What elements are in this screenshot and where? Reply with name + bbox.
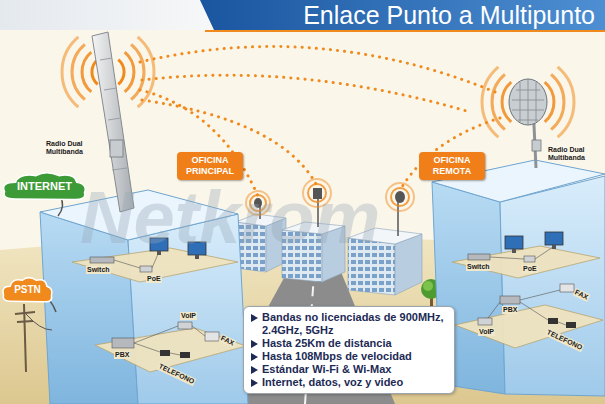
illustration-polygon bbox=[455, 305, 603, 348]
illustration-polygon bbox=[395, 234, 422, 295]
illustration-polygon bbox=[452, 246, 600, 278]
device-label: PoE bbox=[522, 265, 538, 273]
illustration-rect bbox=[478, 318, 492, 325]
illustration-path bbox=[138, 37, 154, 107]
illustration-rect bbox=[545, 232, 563, 245]
dotted-link bbox=[140, 47, 500, 196]
illustration-ellipse bbox=[509, 79, 547, 125]
illustration-path bbox=[26, 314, 52, 330]
cloud-label: INTERNET bbox=[17, 180, 72, 193]
illustration-line bbox=[15, 312, 35, 314]
illustration-polygon bbox=[95, 328, 246, 372]
illustration-rect bbox=[160, 350, 170, 356]
illustration-rect bbox=[178, 322, 192, 329]
illustration-path bbox=[131, 44, 144, 99]
illustration-path bbox=[142, 75, 470, 112]
illustration-path bbox=[200, 0, 605, 30]
grid-dish bbox=[509, 79, 547, 168]
diagram-title: Enlace Punto a Multipunto bbox=[303, 0, 595, 30]
watermark: Netkrom bbox=[80, 180, 380, 256]
illustration-rect bbox=[205, 30, 605, 32]
illustration-rect bbox=[524, 256, 535, 262]
illustration-path bbox=[558, 67, 574, 137]
illustration-ellipse bbox=[395, 191, 405, 203]
illustration-path bbox=[134, 326, 205, 355]
cloud-label: PSTN bbox=[14, 284, 41, 296]
antenna-label: Radio Dual Multibanda bbox=[46, 140, 92, 156]
internet-cloud: INTERNET bbox=[2, 171, 87, 202]
device-label: Switch bbox=[86, 266, 111, 274]
device-label: PBX bbox=[114, 351, 130, 359]
cloud-outline bbox=[4, 173, 86, 200]
pstn-cloud: PSTN bbox=[2, 276, 53, 304]
office-label: OFICINA REMOTA bbox=[424, 155, 480, 177]
illustration-path bbox=[482, 67, 498, 137]
illustration-path bbox=[62, 37, 78, 107]
feature-item: Estándar Wi-Fi & Wi-Max bbox=[250, 363, 446, 376]
illustration-path bbox=[118, 60, 124, 85]
office-label: OFICINA PRINCIPAL bbox=[182, 155, 238, 177]
illustration-line bbox=[17, 321, 33, 322]
illustration-rect bbox=[205, 332, 219, 341]
device-label: VoIP bbox=[180, 312, 197, 320]
illustration-rect bbox=[500, 296, 520, 304]
illustration-path bbox=[490, 247, 553, 259]
power-pole bbox=[15, 304, 35, 372]
illustration-rect bbox=[560, 284, 574, 292]
illustration-rect bbox=[505, 236, 523, 249]
device-label: PoE bbox=[146, 275, 162, 283]
feature-box: Bandas no licenciadas de 900MHz, 2.4GHz,… bbox=[243, 306, 455, 394]
illustration-circle bbox=[386, 183, 414, 211]
illustration-rect bbox=[512, 249, 516, 253]
illustration-path bbox=[82, 52, 91, 92]
radio-waves bbox=[482, 67, 574, 137]
antenna-label: Radio Dual Multibanda bbox=[548, 146, 594, 162]
illustration-path bbox=[492, 74, 505, 129]
office-tag: OFICINA REMOTA bbox=[419, 152, 485, 180]
illustration-rect bbox=[112, 338, 134, 348]
illustration-polygon bbox=[500, 176, 605, 396]
feature-item: Hasta 25Km de distancia bbox=[250, 337, 446, 350]
illustration-path bbox=[125, 52, 134, 92]
device-label: VoIP bbox=[478, 328, 495, 336]
feature-item: Hasta 108Mbps de velocidad bbox=[250, 350, 446, 363]
illustration-rect bbox=[468, 254, 490, 260]
illustration-rect bbox=[90, 257, 114, 263]
illustration-circle bbox=[423, 281, 433, 291]
illustration-rect bbox=[0, 0, 210, 30]
illustration-line bbox=[24, 304, 26, 372]
illustration-circle bbox=[391, 188, 409, 206]
illustration-rect bbox=[110, 140, 123, 157]
illustration-path bbox=[142, 100, 316, 184]
feature-item: Internet, datos, voz y video bbox=[250, 376, 446, 389]
office-tag: OFICINA PRINCIPAL bbox=[177, 152, 243, 180]
cloud-outline bbox=[3, 278, 52, 302]
remote-building bbox=[432, 160, 605, 396]
illustration-path bbox=[512, 79, 544, 125]
illustration-path bbox=[400, 118, 500, 190]
illustration-path bbox=[488, 290, 566, 325]
illustration-path bbox=[551, 74, 564, 129]
illustration-rect bbox=[532, 140, 541, 151]
illustration-rect bbox=[566, 322, 576, 328]
device-label: PBX bbox=[502, 306, 518, 314]
illustration-path bbox=[140, 47, 495, 92]
illustration-rect bbox=[548, 318, 558, 324]
feature-item: Bandas no licenciadas de 900MHz, 2.4GHz,… bbox=[250, 311, 446, 337]
illustration-path bbox=[114, 254, 158, 268]
illustration-rect bbox=[140, 266, 152, 272]
illustration-path bbox=[100, 58, 127, 170]
illustration-path bbox=[72, 44, 85, 99]
illustration-rect bbox=[180, 352, 190, 358]
device-label: Switch bbox=[466, 263, 491, 271]
